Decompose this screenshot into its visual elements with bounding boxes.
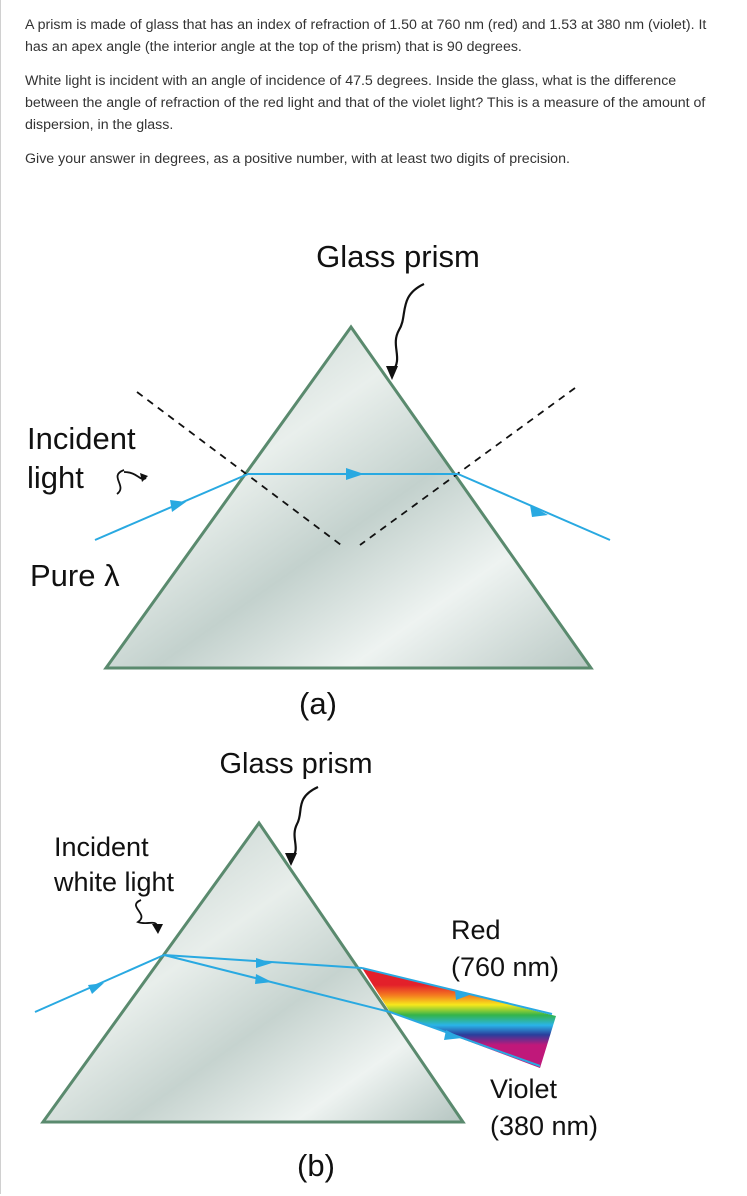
normal-line-right — [359, 387, 576, 546]
dispersed-spectrum — [362, 968, 556, 1068]
question-paragraph-1: A prism is made of glass that has an ind… — [25, 17, 707, 55]
red-ray-inside-arrow — [256, 958, 272, 968]
figure-a-incident-label-2: light — [27, 460, 84, 495]
figure-b-incident-label-1: Incident — [54, 832, 149, 862]
figure-b-title-arrowhead — [285, 853, 297, 866]
red-ray-out-arrow — [455, 990, 472, 1000]
figure-a-pure-lambda-label: Pure λ — [30, 558, 120, 593]
question-text: A prism is made of glass that has an ind… — [25, 14, 725, 182]
incident-ray-b-arrow — [88, 983, 104, 994]
refracted-ray-a-arrow — [346, 468, 364, 480]
figure-b-title-pointer — [291, 786, 319, 859]
figure-a-caption: (a) — [299, 686, 337, 721]
violet-ray-inside — [163, 954, 391, 1013]
figure-a-title: Glass prism — [316, 239, 480, 274]
question-paragraph-3: Give your answer in degrees, as a positi… — [25, 151, 570, 167]
figure-b-incident-label-2: white light — [53, 867, 175, 897]
figure-b-caption: (b) — [297, 1148, 335, 1183]
violet-ray-out-arrow — [444, 1030, 462, 1040]
figure-b-incident-arrowhead — [152, 924, 163, 934]
figure-a-incident-arrowhead — [140, 473, 148, 482]
figure-a-incident-label-1: Incident — [27, 421, 136, 456]
red-label-1: Red — [451, 915, 501, 945]
incident-ray-a-arrow — [170, 500, 186, 512]
figure-b-incident-pointer — [134, 899, 159, 929]
figure-a-incident-pointer — [116, 469, 147, 495]
red-label-2: (760 nm) — [451, 952, 559, 982]
violet-label-2: (380 nm) — [490, 1111, 598, 1141]
violet-label-1: Violet — [490, 1074, 558, 1104]
emergent-ray-a — [457, 473, 611, 541]
figure-a-title-pointer — [391, 283, 425, 373]
emergent-ray-a-arrow — [530, 505, 548, 517]
violet-ray-out — [389, 1011, 541, 1067]
incident-ray-b — [34, 954, 165, 1013]
violet-ray-inside-arrow — [255, 974, 272, 984]
normal-line-left — [136, 391, 346, 549]
prism-a — [103, 324, 594, 670]
figure-a-title-arrowhead — [386, 366, 398, 380]
figure-b-title: Glass prism — [219, 748, 372, 780]
question-paragraph-2: White light is incident with an angle of… — [25, 73, 706, 133]
prism-b — [40, 820, 466, 1124]
